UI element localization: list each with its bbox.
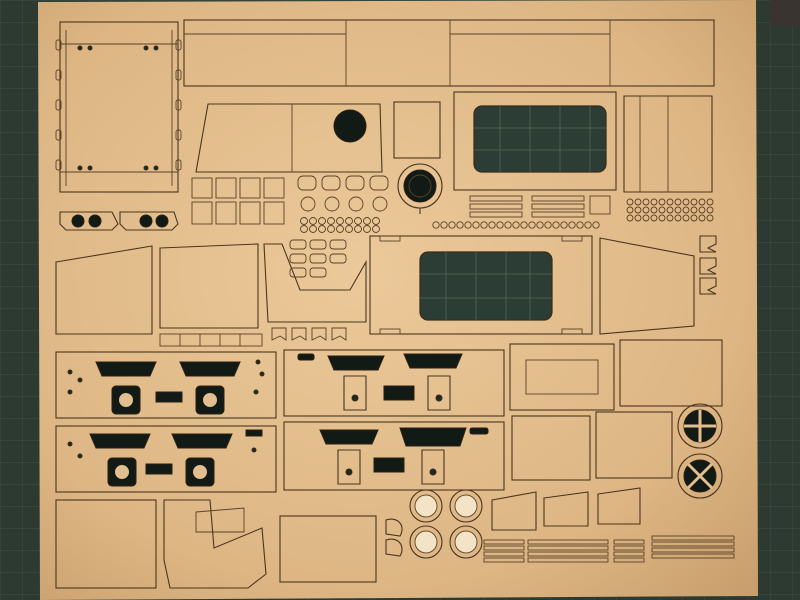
top-left-long-panel (55, 21, 182, 193)
round-lens-disks (409, 489, 483, 559)
mdf-board (38, 0, 758, 600)
small-square-panel (393, 101, 441, 159)
center-window-panel (369, 235, 593, 335)
bottom-left-panel (55, 499, 157, 589)
top-left-small-brackets (59, 211, 179, 231)
curved-console-piece (263, 239, 367, 323)
hook-clips (699, 235, 717, 295)
small-square-tiles (191, 177, 285, 225)
console-panel-middle-upper (283, 349, 505, 417)
angled-panel-with-hole (195, 103, 383, 173)
plain-bottom-panel (279, 515, 377, 583)
console-panel-left-upper (55, 351, 277, 419)
rounded-button-plates (297, 175, 389, 212)
tiny-rings-grid-right (626, 198, 714, 222)
right-trapezoid-panel (599, 237, 695, 335)
small-angled-plates (491, 487, 641, 531)
console-panel-left-lower (55, 425, 277, 493)
upper-window-panel (453, 91, 617, 191)
bottom-slat-bundles (483, 535, 735, 563)
round-gauge-bezel (397, 163, 443, 214)
plain-panels-right (509, 339, 723, 481)
thin-slat-parts (469, 195, 611, 218)
small-tab-strip (159, 327, 347, 347)
tiny-rings-row-middle (432, 221, 600, 229)
left-trapezoid-panel (55, 245, 153, 335)
upper-right-folded-panel (623, 95, 713, 193)
small-hook-pieces (385, 518, 403, 557)
top-long-strip (183, 19, 715, 87)
second-trapezoid-panel (159, 243, 259, 329)
console-panel-middle-lower (283, 421, 505, 491)
mat-corner-object (770, 0, 800, 26)
round-vent-disks (677, 403, 723, 499)
notched-bottom-panel (163, 499, 267, 589)
tiny-rings-row-left (300, 217, 380, 233)
